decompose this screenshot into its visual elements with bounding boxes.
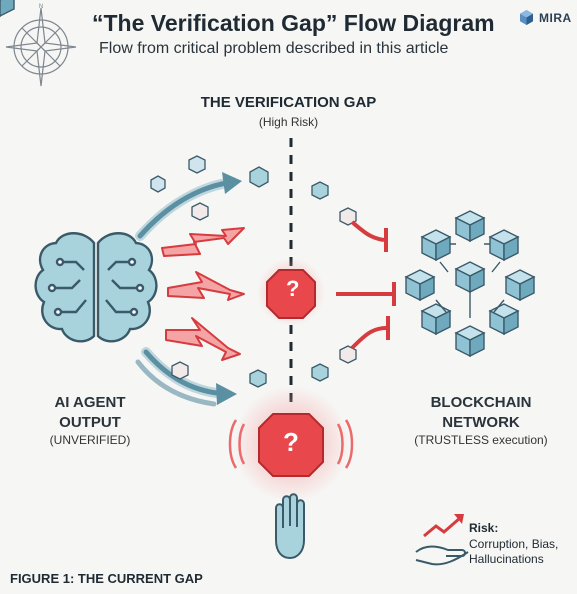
gap-title: THE VERIFICATION GAP [200, 94, 377, 111]
svg-text:N: N [39, 4, 43, 10]
risk-items-line1: Corruption, Bias, [469, 537, 559, 551]
brain-icon [34, 232, 158, 343]
alert-warning-symbol: ? [283, 427, 299, 457]
page-title: “The Verification Gap” Flow Diagram [92, 10, 495, 36]
risk-flow-arrows [161, 227, 245, 361]
figure-caption: FIGURE 1: THE CURRENT GAP [10, 571, 203, 586]
ai-agent-status: (UNVERIFIED) [49, 433, 131, 447]
gap-warning-symbol: ? [286, 276, 300, 301]
risk-items-line2: Hallucinations [469, 552, 544, 566]
brand: MIRA [518, 9, 572, 26]
risk-chart-hand-icon [415, 514, 469, 566]
safe-flow-arrows [135, 172, 242, 407]
gap-warning-sign [257, 258, 325, 326]
risk-label: Risk: [469, 521, 499, 535]
mira-logo-icon [520, 10, 533, 25]
blockchain-label: BLOCKCHAIN NETWORK [430, 394, 532, 431]
brand-name: MIRA [539, 10, 572, 25]
compass-icon: N [5, 4, 77, 87]
gap-risk-level: (High Risk) [258, 115, 319, 129]
hand-stop-icon [275, 493, 305, 560]
ai-agent-label: AI AGENT OUTPUT [54, 394, 126, 431]
page-subtitle: Flow from critical problem described in … [99, 40, 449, 57]
alert-warning-sign [228, 386, 354, 502]
blockchain-cubes-icon [0, 0, 535, 357]
blockchain-status: (TRUSTLESS execution) [414, 433, 548, 447]
data-cube-icons [150, 155, 357, 388]
blocked-connectors [336, 220, 396, 350]
